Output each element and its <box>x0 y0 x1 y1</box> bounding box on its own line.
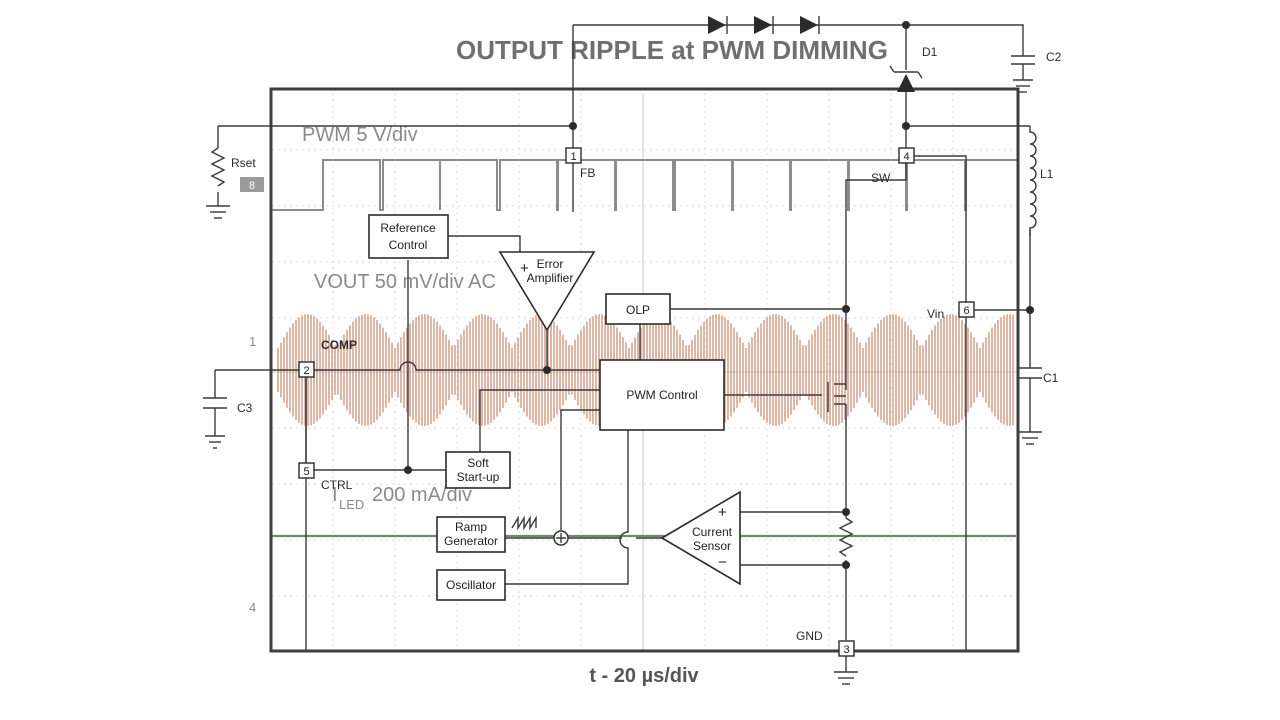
diode-string <box>708 16 820 34</box>
d1-label: D1 <box>922 45 938 59</box>
rset-label: Rset <box>231 156 256 170</box>
current-sensor-minus: − <box>718 554 727 571</box>
vin-label: Vin <box>927 307 944 321</box>
pin-1: 1 <box>565 147 582 164</box>
svg-text:Start-up: Start-up <box>457 470 500 484</box>
comp-label: COMP <box>321 338 357 352</box>
svg-text:6: 6 <box>963 305 969 317</box>
schematic-wires <box>203 24 1042 685</box>
svg-text:5: 5 <box>303 466 309 478</box>
channel-marker-1: 1 <box>249 334 256 349</box>
time-axis-label: t - 20 µs/div <box>589 665 699 687</box>
current-sensor-block: Current Sensor + − <box>660 490 741 586</box>
svg-text:1: 1 <box>570 151 576 163</box>
svg-text:Amplifier: Amplifier <box>527 271 574 285</box>
iled-label-suffix: 200 mA/div <box>372 484 472 506</box>
c1-label: C1 <box>1043 371 1059 385</box>
sawtooth-icon <box>511 515 537 531</box>
oscillator-block: Oscillator <box>436 569 506 601</box>
c3-label: C3 <box>237 401 253 415</box>
page-title: OUTPUT RIPPLE at PWM DIMMING <box>456 35 888 65</box>
pin-4: 4 <box>898 147 915 164</box>
pin-6: 6 <box>958 301 975 318</box>
vout-channel-label: VOUT 50 mV/div AC <box>314 271 496 293</box>
iled-channel-label: I LED 200 mA/div <box>332 484 472 512</box>
pin-8: 8 <box>240 177 264 192</box>
soft-startup-block: Soft Start-up <box>445 451 511 489</box>
ctrl-label: CTRL <box>321 478 353 492</box>
error-amplifier-block: + Error Amplifier <box>498 251 596 332</box>
pwm-square-trace <box>272 159 1019 211</box>
olp-block: OLP <box>605 293 671 325</box>
svg-text:Control: Control <box>389 238 428 252</box>
pin-3: 3 <box>838 640 855 657</box>
svg-text:OLP: OLP <box>626 303 650 317</box>
l1-label: L1 <box>1040 167 1054 181</box>
pin-2: 2 <box>298 361 315 378</box>
svg-text:Ramp: Ramp <box>455 520 487 534</box>
svg-text:8: 8 <box>249 180 255 192</box>
error-amp-plus: + <box>520 260 529 277</box>
iled-label-prefix: I <box>332 484 338 506</box>
pin-5: 5 <box>298 462 315 479</box>
svg-text:Current: Current <box>692 525 733 539</box>
svg-text:Generator: Generator <box>444 534 498 548</box>
svg-text:2: 2 <box>303 365 309 377</box>
channel-marker-4: 4 <box>249 600 256 615</box>
svg-text:Error: Error <box>537 257 564 271</box>
svg-text:Sensor: Sensor <box>693 539 731 553</box>
sw-label: SW <box>871 171 891 185</box>
iled-label-sub: LED <box>339 497 364 512</box>
svg-text:PWM Control: PWM Control <box>626 388 697 402</box>
junction-dots <box>404 21 1034 569</box>
svg-text:4: 4 <box>903 151 909 163</box>
reference-control-block: Reference Control <box>368 214 449 259</box>
gnd-label: GND <box>796 629 823 643</box>
pwm-control-block: PWM Control <box>599 359 725 431</box>
svg-text:Oscillator: Oscillator <box>446 578 496 592</box>
current-sensor-plus: + <box>718 504 727 521</box>
ramp-generator-block: Ramp Generator <box>436 515 537 553</box>
c2-label: C2 <box>1046 50 1062 64</box>
diode-d1 <box>889 65 923 92</box>
fb-label: FB <box>580 166 595 180</box>
svg-text:Reference: Reference <box>380 221 436 235</box>
svg-text:Soft: Soft <box>467 456 489 470</box>
iled-trace <box>270 534 1016 538</box>
svg-text:3: 3 <box>843 644 849 656</box>
pwm-channel-label: PWM 5 V/div <box>302 124 418 146</box>
